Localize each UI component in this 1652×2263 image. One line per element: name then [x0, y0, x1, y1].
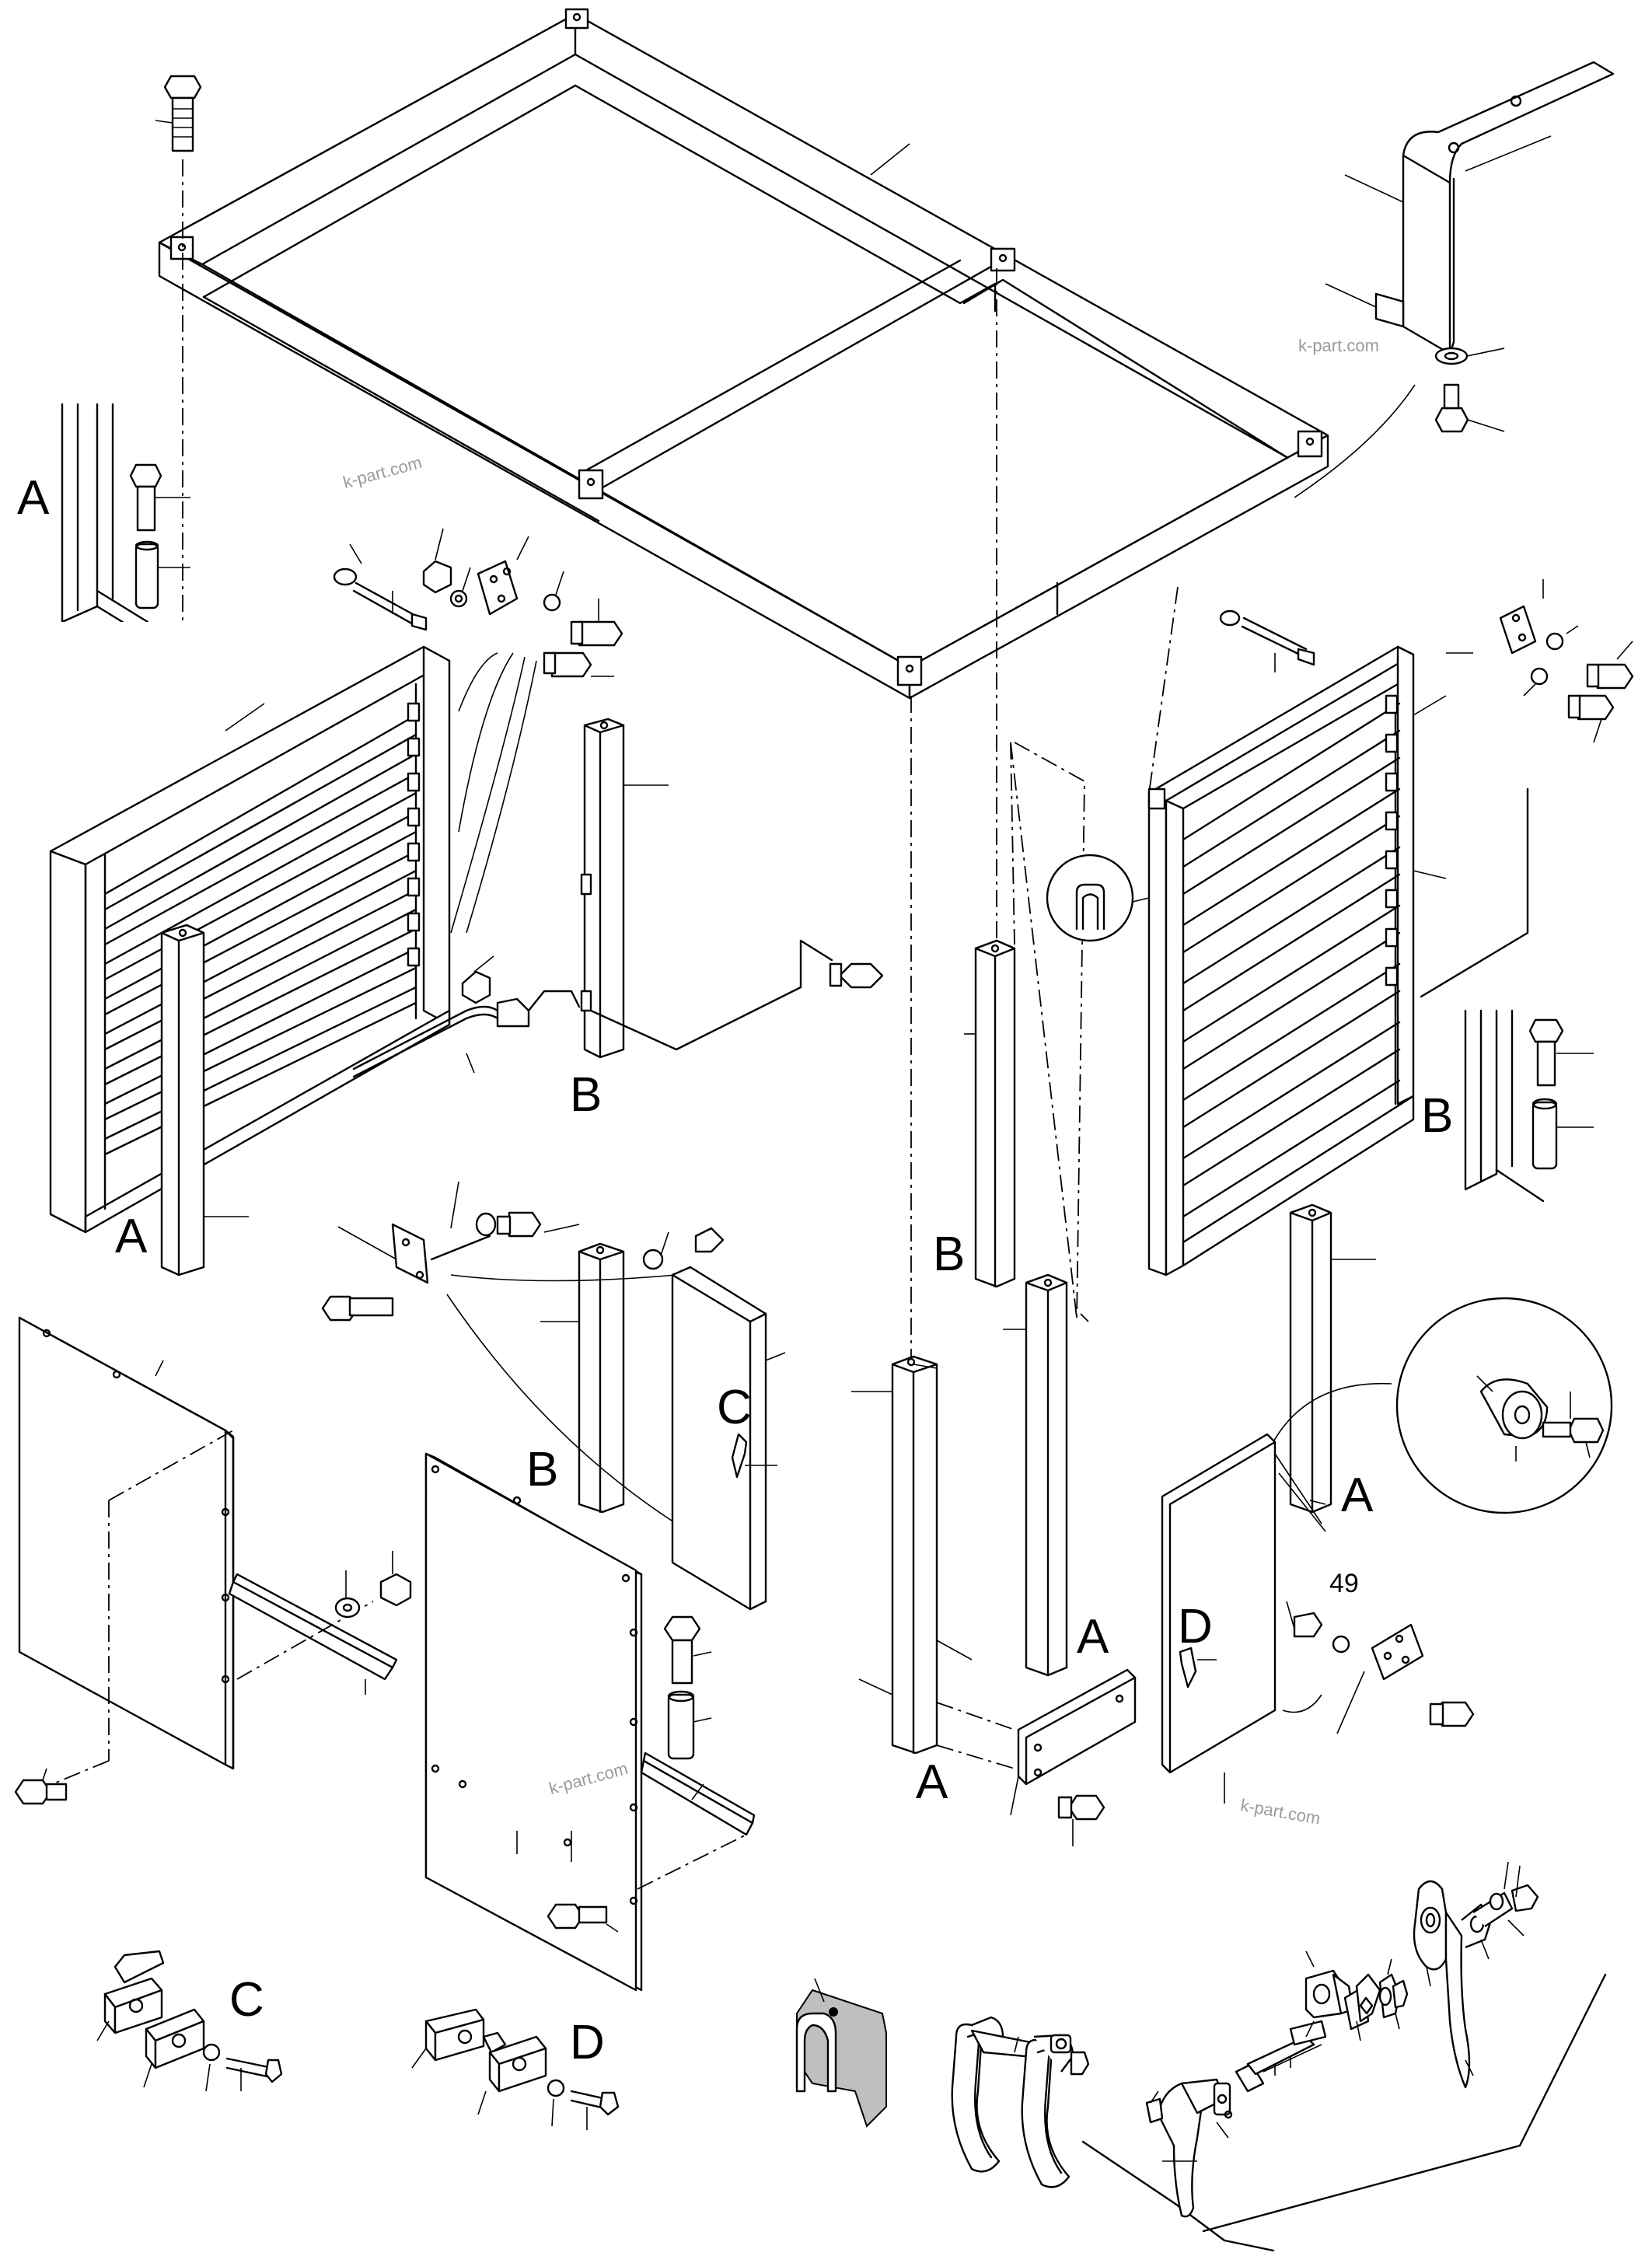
- callout-d-door: D: [1178, 1600, 1213, 1654]
- bolt-bottom-center: [547, 1903, 619, 1933]
- callout-d-hinge: D: [570, 2016, 605, 2069]
- lock-assembly: [1081, 1861, 1607, 2252]
- top-frame: [158, 8, 1329, 700]
- angle-strip-center: [640, 1615, 756, 1836]
- top-bracket: [1294, 61, 1615, 498]
- post-a-center-tall: [1003, 742, 1077, 1677]
- detail-spacer-circle: [1270, 1297, 1613, 1514]
- callout-c-hinge: C: [229, 1973, 264, 2027]
- bracket-b: [352, 939, 884, 1078]
- hinge-hardware-left: [333, 528, 623, 934]
- callout-a-center: A: [1077, 1610, 1109, 1664]
- hinge-right-lower: [1286, 1601, 1475, 1734]
- plate-center: [936, 1668, 1137, 1846]
- callout-a-left-post: A: [115, 1210, 148, 1263]
- callout-b-lower: B: [526, 1443, 559, 1496]
- post-a-right: [1289, 1203, 1376, 1514]
- frame-bolt: [155, 75, 202, 152]
- handle-set: [951, 2016, 1090, 2188]
- callout-b-upper: B: [570, 1068, 602, 1122]
- louvre-panel-right: [1046, 586, 1529, 1276]
- callout-a-top-left: A: [17, 471, 50, 525]
- post-b-lower: [540, 1242, 625, 1514]
- profile-a-left: [61, 403, 190, 639]
- door-panel-c: [671, 1266, 786, 1611]
- bolt-lower-left: [14, 1768, 68, 1805]
- edge-seal: [795, 1978, 887, 2128]
- hinge-d: [411, 2008, 620, 2130]
- hinge-hardware-right: [1219, 579, 1634, 743]
- watermark: k-part.com: [1298, 336, 1379, 355]
- post-b-center: [964, 939, 1016, 1288]
- callout-b-center: B: [933, 1228, 966, 1281]
- post-a-left: [160, 924, 249, 1276]
- door-panel-d: [1161, 1433, 1326, 1804]
- side-panel-left: [18, 1316, 235, 1789]
- post-b-upper: [580, 718, 669, 1059]
- hinge-c: [96, 1950, 283, 2092]
- callout-49: 49: [1329, 1569, 1359, 1598]
- side-panel-center: [424, 1452, 747, 1992]
- callout-a-right: A: [1341, 1469, 1374, 1522]
- hinge-hardware-middle: [321, 1181, 725, 1524]
- misc-bolts: [913, 1313, 1326, 1505]
- angle-strip-left: [228, 1551, 412, 1695]
- callout-a-bottom: A: [916, 1755, 948, 1809]
- profile-b-right: [1464, 1009, 1594, 1203]
- callout-c-door: C: [717, 1381, 752, 1434]
- callout-b-right: B: [1421, 1089, 1454, 1143]
- post-a-front: [851, 1355, 973, 1755]
